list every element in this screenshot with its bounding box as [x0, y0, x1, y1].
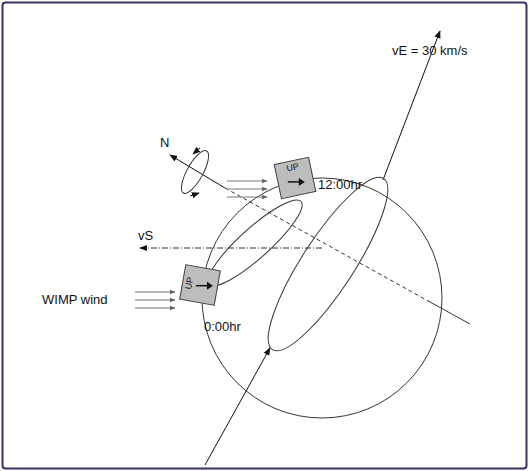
detector-box: UP	[179, 264, 221, 306]
annotation-label: vE = 30 km/s	[392, 44, 468, 57]
annotation-label: 12:00hr	[318, 178, 362, 191]
annotation-label: 0:00hr	[204, 320, 241, 333]
annotation-label: WIMP wind	[42, 293, 108, 306]
box-label: UP	[275, 158, 311, 176]
annotation-label: vS	[138, 229, 153, 242]
annotation-label: N	[160, 136, 169, 149]
detector-box: UP	[274, 157, 317, 200]
box-label: UP	[180, 265, 197, 300]
